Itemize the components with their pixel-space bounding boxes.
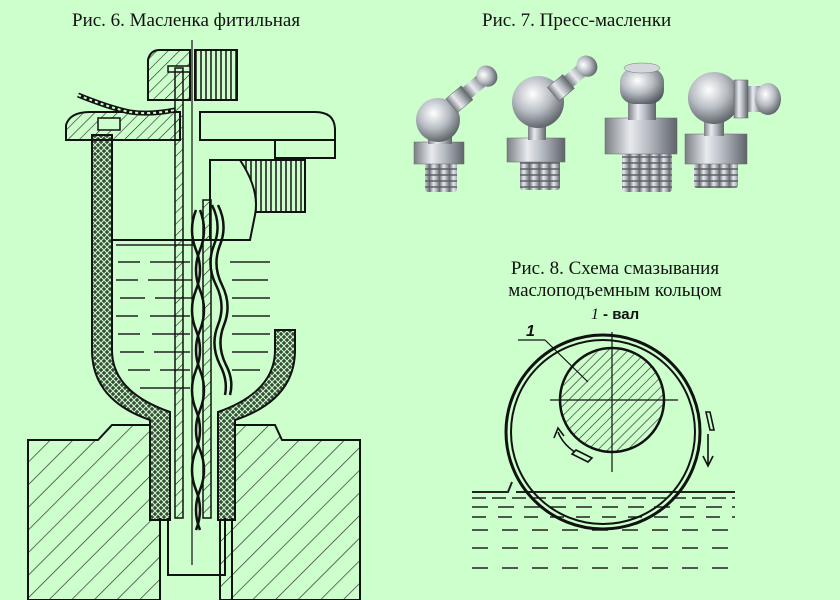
figure-8-caption: Рис. 8. Схема смазывания маслоподъемным … <box>490 258 740 326</box>
figure-7-caption: Рис. 7. Пресс-масленки <box>482 10 672 31</box>
oil-ring <box>504 333 702 531</box>
figure-8-caption-line1: Рис. 8. Схема смазывания <box>510 258 720 279</box>
figure-8-legend: 1 - вал <box>490 304 740 326</box>
wick-oiler-drawing <box>27 40 361 600</box>
rotation-arrow-shaft <box>553 426 594 463</box>
base-housing <box>27 424 361 600</box>
nipple-angled-90 <box>684 72 781 188</box>
oil-bath <box>472 481 735 569</box>
callout-1: 1 <box>518 323 589 383</box>
oiler-lid <box>65 111 336 241</box>
nipple-straight <box>604 62 678 192</box>
grease-nipples-photo <box>413 55 781 192</box>
legend-number: 1 <box>590 306 599 323</box>
shaft <box>550 332 678 472</box>
nipple-angled-ball <box>506 55 598 190</box>
wick <box>190 204 233 531</box>
rotation-arrow-ring <box>702 411 715 468</box>
legend-label: вал <box>612 306 640 323</box>
oil-ring-scheme: 1 <box>472 323 735 569</box>
nipple-angled-45 <box>413 65 498 192</box>
figure-6-caption: Рис. 6. Масленка фитильная <box>72 10 301 31</box>
outlet <box>159 518 233 600</box>
callout-label: 1 <box>526 323 535 340</box>
legend-separator: - <box>598 306 613 323</box>
figure-8-caption-line2: маслоподъемным кольцом <box>508 280 722 301</box>
